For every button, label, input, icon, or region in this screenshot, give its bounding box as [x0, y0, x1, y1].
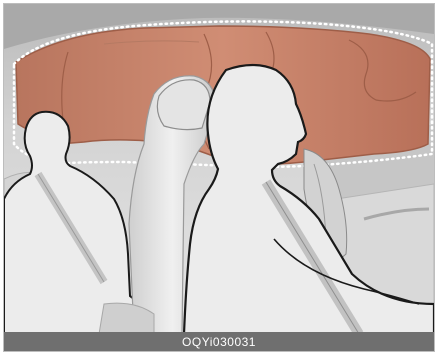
airbag-illustration-frame: OQYi030031 [3, 3, 435, 352]
figure-code: OQYi030031 [182, 335, 256, 349]
figure-code-bar: OQYi030031 [4, 332, 434, 351]
curtain-airbag-illustration [4, 4, 434, 351]
